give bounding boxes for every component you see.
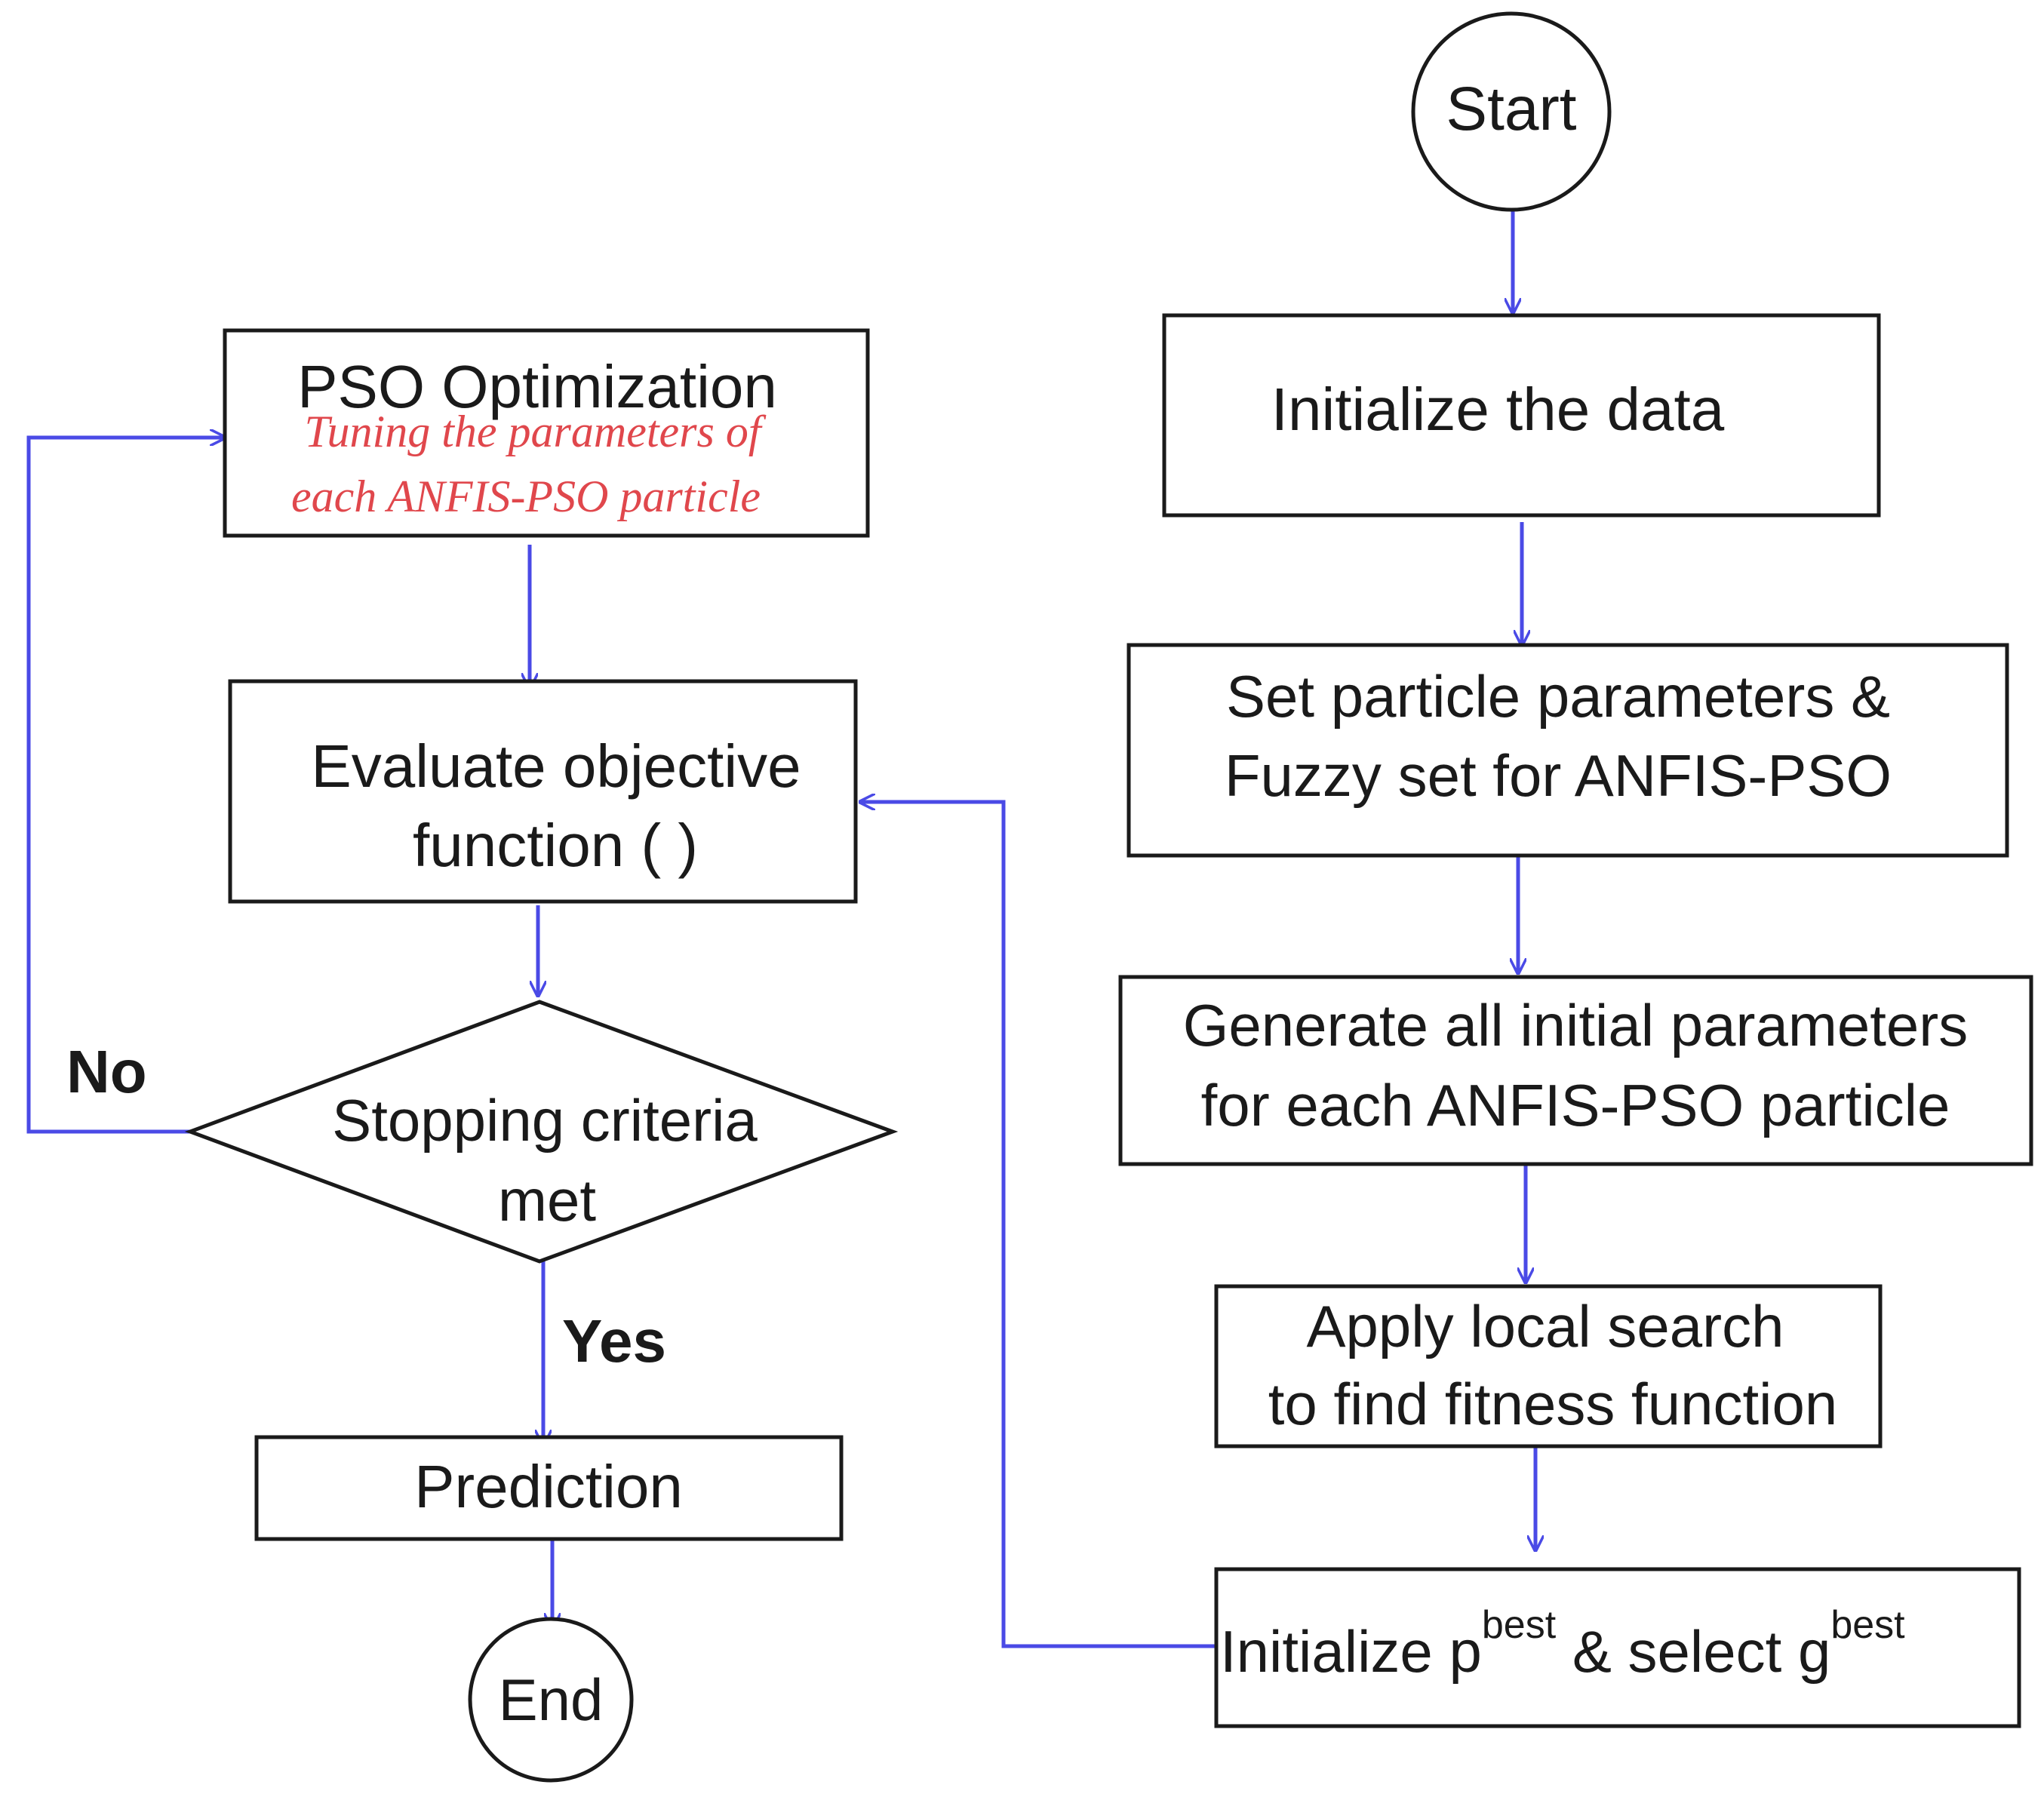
evaluate-line2: function ( ) xyxy=(413,812,698,879)
init-data-label: Initialize the data xyxy=(1271,376,1725,443)
end-node: End xyxy=(468,1617,634,1783)
pso-title: PSO Optimization xyxy=(297,353,777,420)
init-best-box xyxy=(1214,1567,2021,1728)
connectors xyxy=(26,210,1535,1648)
init-best-node: Initialize pbest & select gbest xyxy=(1214,1567,2021,1728)
generate-node: Generate all initial parameters for each… xyxy=(1118,975,2033,1166)
local-search-line2: to find fitness function xyxy=(1268,1371,1837,1437)
set-params-line1: Set particle parameters & xyxy=(1226,663,1890,730)
local-search-box xyxy=(1214,1284,1883,1448)
generate-box xyxy=(1118,975,2033,1166)
prediction-box xyxy=(254,1435,844,1541)
start-label: Start xyxy=(1446,75,1576,143)
init-best-prefix: Initialize p xyxy=(1220,1618,1482,1685)
set-params-line2: Fuzzy set for ANFIS-PSO xyxy=(1225,742,1892,809)
pso-subtitle-line1: Tuning the parameters of xyxy=(304,407,766,456)
local-search-line1: Apply local search xyxy=(1307,1293,1784,1359)
evaluate-box xyxy=(228,679,858,904)
pso-box xyxy=(223,328,870,538)
stop-line2: met xyxy=(498,1167,596,1233)
generate-line1: Generate all initial parameters xyxy=(1183,992,1969,1058)
edge-label-no: No xyxy=(66,1038,147,1105)
init-data-box xyxy=(1162,313,1881,518)
init-data-node: Initialize the data xyxy=(1162,313,1881,518)
start-node: Start xyxy=(1411,11,1612,212)
evaluate-node: Evaluate objective function ( ) xyxy=(228,679,858,904)
init-best-label: Initialize pbest & select gbest xyxy=(1220,1603,1905,1685)
arrow-stop-no-to-pso xyxy=(26,438,225,1134)
init-best-middle: & select g xyxy=(1556,1618,1830,1685)
set-params-box xyxy=(1127,643,2009,858)
pso-subtitle-line2: each ANFIS-PSO particle xyxy=(291,472,761,521)
local-search-node: Apply local search to find fitness funct… xyxy=(1214,1284,1883,1448)
init-best-sup1: best xyxy=(1482,1603,1557,1647)
stop-node: Stopping criteria met xyxy=(184,1000,899,1264)
prediction-label: Prediction xyxy=(414,1453,683,1520)
stop-line1: Stopping criteria xyxy=(332,1087,758,1154)
generate-line2: for each ANFIS-PSO particle xyxy=(1201,1072,1950,1138)
pso-node: PSO Optimization Tuning the parameters o… xyxy=(223,328,870,538)
start-circle xyxy=(1411,11,1612,212)
end-label: End xyxy=(499,1667,604,1733)
edge-label-yes: Yes xyxy=(562,1307,666,1375)
prediction-node: Prediction xyxy=(254,1435,844,1541)
evaluate-line1: Evaluate objective xyxy=(311,733,801,800)
end-circle xyxy=(468,1617,634,1783)
stop-diamond xyxy=(184,1000,899,1264)
init-best-sup2: best xyxy=(1830,1603,1905,1647)
set-params-node: Set particle parameters & Fuzzy set for … xyxy=(1127,643,2009,858)
arrow-initbest-to-evaluate xyxy=(860,802,1216,1648)
